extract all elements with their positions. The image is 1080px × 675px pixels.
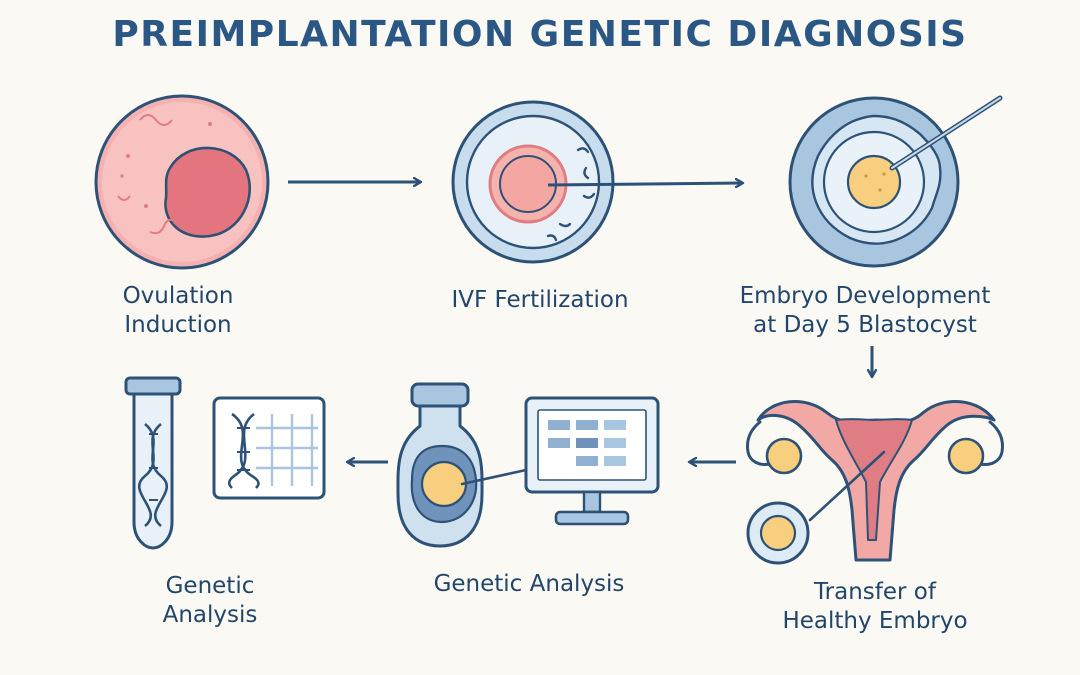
arrow-2-3: [547, 183, 742, 185]
biopsy-needle-icon: [788, 95, 1003, 268]
step-label-genetic-analysis-center: Genetic Analysis: [433, 571, 625, 597]
dna-test-tube-icon: [124, 376, 326, 550]
embryo-monitor-icon: [396, 382, 660, 548]
page-title: PREIMPLANTATION GENETIC DIAGNOSIS: [112, 14, 968, 55]
petri-dish-icon: [451, 100, 615, 264]
step-label-ovulation: Ovulation Induction: [122, 283, 234, 338]
egg-cell-icon: [94, 94, 270, 270]
step-label-genetic-analysis-left: Genetic Analysis: [162, 573, 258, 628]
step-label-transfer: Transfer of Healthy Embryo: [782, 579, 968, 634]
step-label-ivf: IVF Fertilization: [451, 287, 629, 313]
step-label-embryo-development: Embryo Development at Day 5 Blastocyst: [739, 283, 991, 338]
uterus-icon: [746, 400, 1004, 565]
